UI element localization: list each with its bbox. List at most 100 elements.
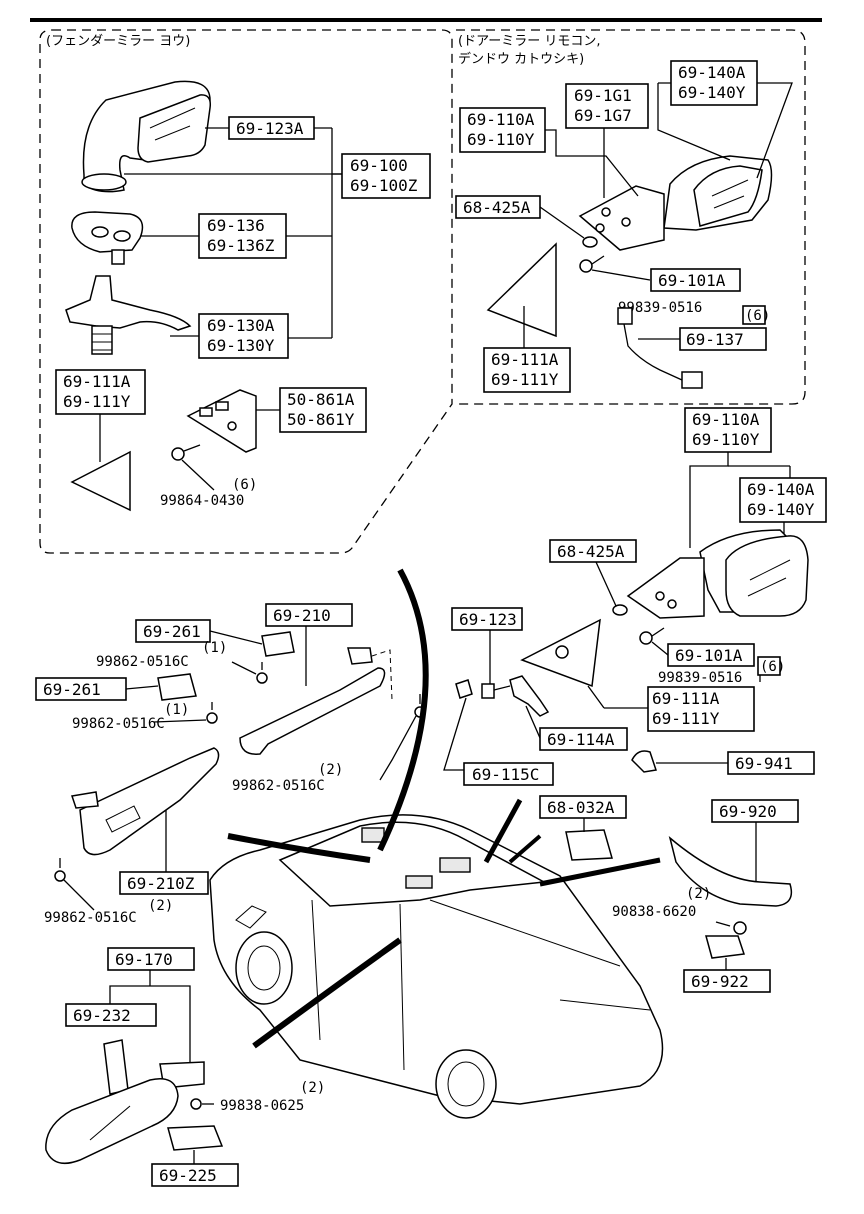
part-box-69-110A-main[interactable] bbox=[684, 407, 772, 453]
part-box-69-111A-inset[interactable] bbox=[483, 347, 571, 393]
part-label-69-140Y-main: 69-140Y bbox=[747, 500, 815, 519]
part-box-69-101A-inset[interactable] bbox=[650, 268, 741, 292]
part-label-69-210: 69-210 bbox=[273, 606, 331, 625]
part-box-69-210Z[interactable] bbox=[119, 871, 209, 895]
screw-99862-b-illustration bbox=[206, 702, 218, 724]
mirror-bracket-illustration bbox=[65, 275, 192, 355]
part-box-69-1G1[interactable] bbox=[565, 83, 649, 129]
fender-group-title: (フェンダーミラー ヨウ) bbox=[46, 34, 190, 49]
part-label-69-100Z: 69-100Z bbox=[350, 176, 418, 195]
sunvisor-hinge-left-illustration bbox=[71, 791, 99, 809]
leader-arc-lamp bbox=[508, 834, 542, 864]
part-label-69-140A-inset: 69-140A bbox=[678, 63, 746, 82]
fastener-99862-0516C-a: 99862-0516C bbox=[96, 654, 189, 670]
part-label-69-130A: 69-130A bbox=[207, 316, 275, 335]
part-box-69-123[interactable] bbox=[451, 607, 523, 631]
fastener-99838-0625: 99838-0625 bbox=[220, 1098, 304, 1114]
sunvisor-left-illustration bbox=[79, 747, 220, 856]
part-label-69-920: 69-920 bbox=[719, 802, 777, 821]
part-label-69-101A-main: 69-101A bbox=[675, 646, 743, 665]
part-label-69-111Y-main: 69-111Y bbox=[652, 709, 720, 728]
part-label-69-922: 69-922 bbox=[691, 972, 749, 991]
qty-99862-b: (1) bbox=[164, 702, 189, 718]
part-label-69-115C: 69-115C bbox=[472, 765, 539, 784]
part-box-69-922[interactable] bbox=[683, 969, 771, 993]
leader-arc-visor-left bbox=[227, 833, 371, 863]
mirror-base-illustration bbox=[71, 211, 144, 265]
grommet-illustration bbox=[582, 236, 598, 248]
door-mirror-inset-illustration bbox=[578, 155, 773, 251]
sunvisor-hinge-right-illustration bbox=[347, 647, 373, 665]
door-group-title-line2: デンドウ カトウシキ) bbox=[458, 51, 584, 67]
part-box-68-032A[interactable] bbox=[539, 795, 627, 819]
qty-99838: (2) bbox=[300, 1080, 325, 1096]
part-box-69-136[interactable] bbox=[198, 213, 287, 259]
fastener-99864-0430: 99864-0430 bbox=[160, 493, 244, 509]
screw-99862-a-illustration bbox=[256, 662, 268, 684]
fender-group-outline bbox=[39, 29, 453, 554]
part-box-69-114A[interactable] bbox=[539, 727, 628, 751]
part-box-69-232[interactable] bbox=[65, 1003, 157, 1027]
part-box-69-110A-inset[interactable] bbox=[459, 107, 546, 153]
part-label-69-941: 69-941 bbox=[735, 754, 793, 773]
part-box-50-861A[interactable] bbox=[279, 387, 367, 433]
screw-69-123-illustration bbox=[481, 683, 511, 699]
part-box-69-920[interactable] bbox=[711, 799, 799, 823]
part-label-69-111Y-inset: 69-111Y bbox=[491, 370, 559, 389]
part-label-50-861Y: 50-861Y bbox=[287, 410, 355, 429]
part-box-69-225[interactable] bbox=[151, 1163, 239, 1187]
part-box-69-130A[interactable] bbox=[198, 313, 289, 359]
part-label-69-100: 69-100 bbox=[350, 156, 408, 175]
part-label-69-232: 69-232 bbox=[73, 1006, 131, 1025]
triangle-cover-fender-illustration bbox=[70, 450, 131, 512]
part-label-69-110Y-inset: 69-110Y bbox=[467, 130, 535, 149]
door-mirror-main-illustration bbox=[626, 529, 809, 619]
part-box-69-101A-main[interactable] bbox=[667, 643, 755, 667]
part-label-69-136Z: 69-136Z bbox=[207, 236, 275, 255]
fastener-99862-0516C-c: 99862-0516C bbox=[44, 910, 137, 926]
part-box-68-425A-main[interactable] bbox=[549, 539, 637, 563]
inner-garnish-illustration bbox=[186, 389, 257, 453]
screw-99862-c-illustration bbox=[54, 858, 66, 882]
part-box-69-111A-main[interactable] bbox=[647, 686, 755, 732]
fastener-99862-0516C-d: 99862-0516C bbox=[232, 778, 325, 794]
part-label-69-130Y: 69-130Y bbox=[207, 336, 275, 355]
part-label-69-170: 69-170 bbox=[115, 950, 173, 969]
sunvisor-right-illustration bbox=[239, 667, 386, 755]
part-label-68-032A: 68-032A bbox=[547, 798, 615, 817]
cap-69-922-illustration bbox=[705, 935, 746, 959]
clip-69-941-illustration bbox=[631, 750, 657, 773]
part-box-69-111A-fender[interactable] bbox=[55, 369, 146, 415]
part-box-69-170[interactable] bbox=[107, 947, 195, 971]
qty-99862-d: (2) bbox=[318, 762, 343, 778]
clip-69-261-lower-illustration bbox=[157, 673, 197, 701]
part-label-69-111Y-fender: 69-111Y bbox=[63, 392, 131, 411]
clip-69-261-upper-illustration bbox=[261, 631, 295, 657]
part-label-69-140Y-inset: 69-140Y bbox=[678, 83, 746, 102]
car-body-illustration bbox=[209, 814, 664, 1119]
leader-arc-rear-mirror bbox=[252, 937, 402, 1049]
part-label-69-1G1: 69-1G1 bbox=[574, 86, 632, 105]
part-label-69-261-upper: 69-261 bbox=[143, 622, 201, 641]
adjuster-69-114A-illustration bbox=[509, 675, 550, 717]
harness-connector-illustration bbox=[617, 307, 703, 389]
part-label-69-110Y-main: 69-110Y bbox=[692, 430, 760, 449]
part-label-69-137: 69-137 bbox=[686, 330, 744, 349]
part-box-69-100[interactable] bbox=[341, 153, 431, 199]
part-box-69-140A-main[interactable] bbox=[739, 477, 827, 523]
screw-99864-illustration bbox=[171, 444, 201, 461]
part-label-69-123A: 69-123A bbox=[236, 119, 304, 138]
part-box-69-210[interactable] bbox=[265, 603, 353, 627]
part-box-69-115C[interactable] bbox=[463, 762, 554, 786]
part-label-69-114A: 69-114A bbox=[547, 730, 615, 749]
screw-99838-illustration bbox=[190, 1098, 214, 1110]
room-lamp-lens-illustration bbox=[565, 829, 613, 861]
part-label-69-225: 69-225 bbox=[159, 1166, 217, 1185]
part-label-69-101A-inset: 69-101A bbox=[658, 271, 726, 290]
part-label-69-136: 69-136 bbox=[207, 216, 265, 235]
fender-mirror-illustration bbox=[81, 80, 212, 193]
triangle-cover-inset-illustration bbox=[486, 242, 557, 338]
qty-99862-a: (1) bbox=[202, 640, 227, 656]
part-label-69-110A-main: 69-110A bbox=[692, 410, 760, 429]
